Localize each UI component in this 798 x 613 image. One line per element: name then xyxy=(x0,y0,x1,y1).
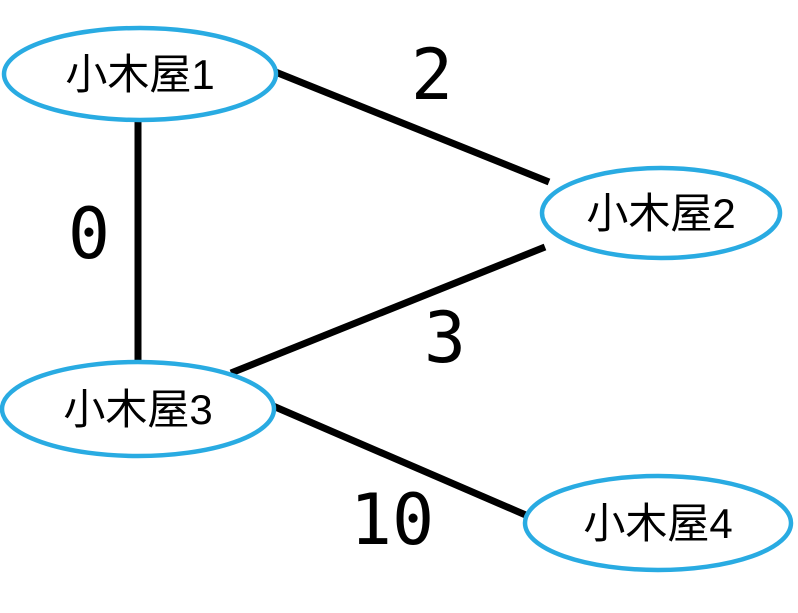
edge-cabin2-cabin3 xyxy=(229,243,547,377)
node-ellipse-cabin3 xyxy=(0,359,277,459)
edge-weight-cabin2-cabin3: 3 xyxy=(424,297,466,379)
node-label-cabin2: 小木屋2 xyxy=(586,190,735,237)
node-label-cabin1: 小木屋1 xyxy=(65,51,214,98)
node-ellipse-cabin2 xyxy=(539,165,783,261)
edge-weight-cabin1-cabin3: 0 xyxy=(68,193,110,275)
edge-weight-cabin3-cabin4: 10 xyxy=(350,479,434,561)
node-ellipse-cabin1 xyxy=(1,25,279,123)
node-ellipse-cabin4 xyxy=(522,473,794,573)
node-label-cabin3: 小木屋3 xyxy=(63,386,212,433)
edge-weight-cabin1-cabin2: 2 xyxy=(411,34,453,116)
edge-cabin1-cabin2 xyxy=(271,67,551,186)
node-label-cabin4: 小木屋4 xyxy=(583,500,732,547)
edge-cabin3-cabin4 xyxy=(271,402,530,520)
